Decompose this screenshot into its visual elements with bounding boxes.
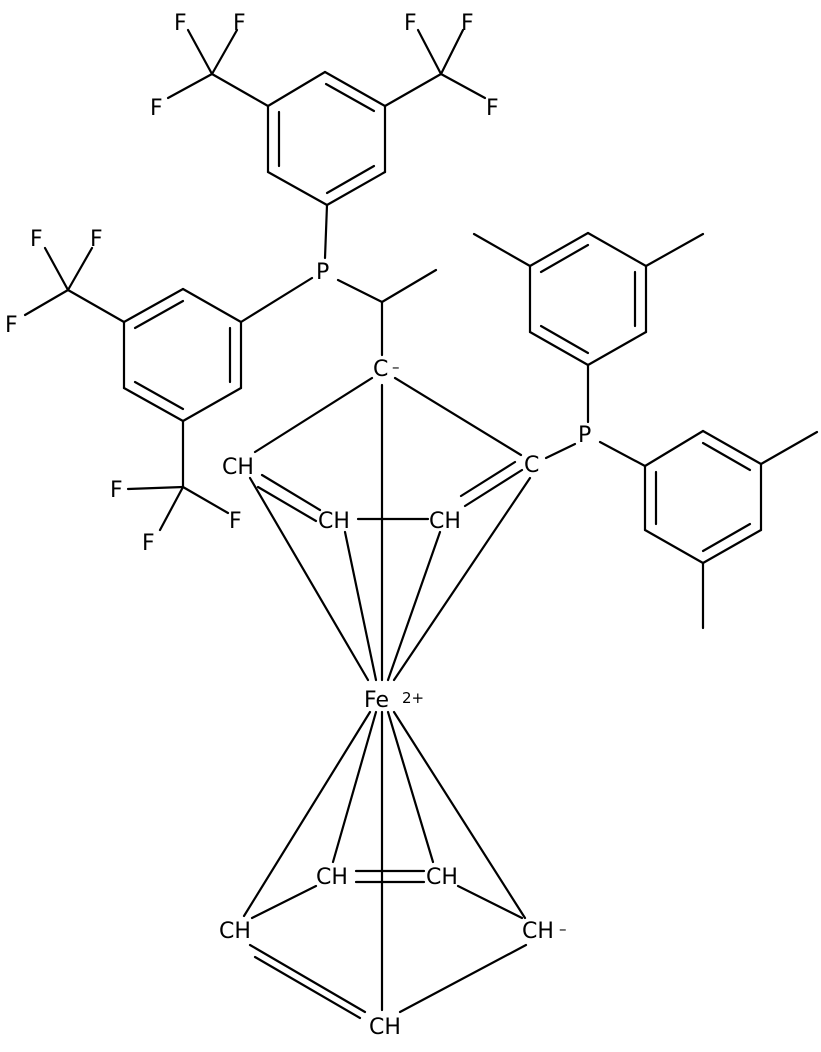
atom-CH: CH — [316, 865, 348, 890]
bond — [266, 170, 329, 207]
bond — [126, 485, 185, 491]
bond — [43, 246, 70, 292]
bond — [122, 386, 185, 423]
bond — [393, 376, 523, 457]
atom-C: C — [524, 453, 539, 478]
atom-P: P — [316, 260, 329, 285]
bond — [336, 278, 384, 304]
bond — [544, 442, 577, 460]
bond — [539, 243, 590, 274]
atom-F: F — [404, 11, 417, 36]
bond — [239, 276, 314, 324]
bond — [210, 28, 239, 76]
bond — [166, 72, 214, 100]
bond — [66, 246, 94, 292]
bond — [472, 232, 532, 268]
bond — [456, 884, 524, 920]
atom-P: P — [578, 423, 591, 448]
atom-Fe: Fe — [364, 688, 389, 713]
atom-CH: CH — [222, 455, 254, 480]
atom-CH: CH — [522, 919, 554, 944]
atom-CH: CH — [369, 1015, 401, 1040]
bond — [643, 429, 705, 468]
bond — [23, 288, 70, 317]
bond — [323, 70, 387, 108]
bond — [66, 288, 126, 324]
bond — [325, 164, 376, 195]
atom-F: F — [90, 227, 103, 252]
bond — [439, 28, 465, 76]
atom-C: C — [373, 357, 388, 382]
bond — [386, 710, 435, 864]
charge-minus: – — [559, 920, 567, 938]
atom-CH: CH — [318, 509, 350, 534]
atom-F: F — [174, 11, 187, 36]
bond — [386, 530, 442, 682]
bond — [181, 287, 243, 324]
bond — [539, 324, 590, 355]
bond — [122, 287, 185, 324]
bond — [133, 380, 185, 411]
bond — [210, 72, 270, 108]
bond — [392, 710, 527, 920]
bond — [253, 955, 362, 1020]
bond — [248, 476, 370, 682]
bond — [331, 710, 378, 864]
bond — [248, 943, 367, 1014]
bond — [343, 530, 378, 682]
atom-F: F — [233, 11, 246, 36]
charge-minus: – — [392, 358, 400, 376]
atom-F: F — [5, 313, 18, 338]
bond — [701, 429, 763, 466]
bond — [644, 232, 705, 268]
bond — [181, 485, 230, 515]
atom-F: F — [150, 96, 163, 121]
charge-iron: 2+ — [402, 689, 424, 707]
atom-F: F — [486, 96, 499, 121]
bond — [253, 376, 374, 454]
bonds — [23, 28, 819, 1020]
bond — [181, 386, 243, 423]
atom-CH: CH — [426, 865, 458, 890]
atom-CH: CH — [219, 919, 251, 944]
bond — [643, 528, 705, 565]
bond — [383, 72, 443, 108]
bond — [266, 70, 327, 108]
bond — [416, 28, 443, 76]
atom-F: F — [461, 11, 474, 36]
bond — [463, 468, 524, 508]
bond — [325, 170, 387, 207]
atom-F: F — [229, 509, 242, 534]
bond — [323, 203, 329, 260]
bond — [250, 884, 318, 920]
atom-F: F — [110, 478, 123, 503]
bond — [586, 330, 648, 367]
bond — [256, 485, 318, 523]
bond — [392, 476, 532, 682]
bond — [380, 268, 438, 304]
bond — [242, 710, 372, 918]
bond — [158, 485, 185, 532]
bond — [528, 330, 590, 367]
bond — [586, 231, 648, 268]
bond — [324, 82, 376, 113]
bond — [701, 522, 752, 553]
bond — [701, 528, 763, 565]
bond — [186, 28, 214, 76]
bond — [439, 72, 487, 100]
atom-CH: CH — [429, 509, 461, 534]
bond — [528, 231, 590, 268]
bond — [459, 460, 517, 498]
bond — [759, 430, 819, 466]
atom-labels: F F F F F F F F F F F F P P C – CH CH CH… — [5, 11, 591, 1040]
bond — [398, 943, 528, 1014]
atom-F: F — [142, 531, 155, 556]
atom-F: F — [30, 227, 43, 252]
bond — [260, 473, 322, 512]
bond — [598, 440, 647, 468]
bond — [133, 299, 185, 330]
bond — [701, 441, 752, 472]
